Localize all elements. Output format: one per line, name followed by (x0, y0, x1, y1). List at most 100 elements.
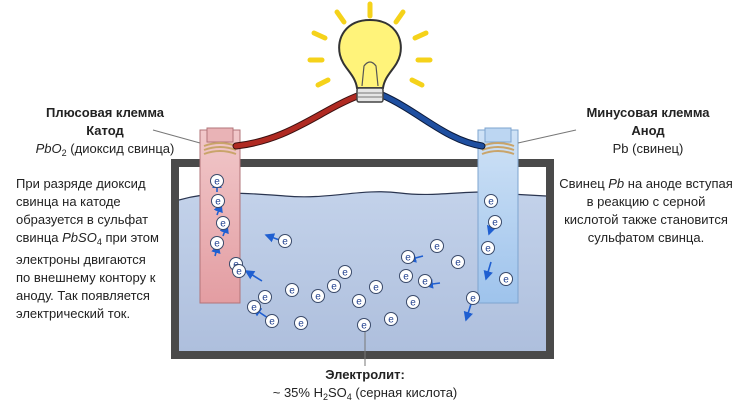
electron-icon: e (384, 312, 398, 326)
cathode-desc-formula: PbSO (62, 230, 97, 245)
electron-label: e (485, 244, 491, 255)
electron-icon: e (481, 241, 495, 255)
cathode-desc-line: аноду. Так появляется (16, 288, 150, 303)
anode-title-line1: Минусовая клемма (586, 105, 710, 120)
electrolyte-label: Электролит: ~ 35% H2SO4 (серная кислота) (265, 366, 465, 406)
electrolyte-formula-part: ~ 35% H (272, 385, 323, 400)
electrolyte-title: Электролит: (325, 367, 405, 382)
anode-desc-line: кислотой также становится (564, 212, 728, 227)
electron-label: e (269, 317, 275, 328)
cathode-desc-line: по внешнему контору к (16, 270, 156, 285)
electron-icon: e (211, 194, 225, 208)
electron-label: e (214, 239, 220, 250)
cathode-description: При разряде диоксид свинца на катоде обр… (16, 175, 181, 323)
electron-label: e (470, 294, 476, 305)
cathode-terminal (206, 127, 234, 143)
electron-label: e (488, 197, 494, 208)
electron-label: e (388, 315, 394, 326)
cathode-desc-line: При разряде диоксид (16, 176, 146, 191)
electron-label: e (361, 321, 367, 332)
light-bulb-icon (307, 1, 433, 103)
electron-icon: e (401, 250, 415, 264)
arrow-icon (463, 303, 473, 322)
electron-icon: e (352, 294, 366, 308)
electron-icon: e (247, 300, 261, 314)
electron-icon: e (327, 279, 341, 293)
electrons: eeeeeeeeeeeeeeeeeeeeeeeeeeeeee (210, 174, 513, 332)
cathode-title-line1: Плюсовая клемма (45, 105, 165, 120)
cathode-desc-line: свинца PbSO4 при этом (16, 229, 181, 251)
electron-label: e (262, 293, 268, 304)
cathode-plate (199, 129, 241, 304)
cathode-formula-main: PbO (35, 141, 62, 156)
electrolyte-formula-part: SO (327, 385, 347, 400)
electron-label: e (298, 319, 304, 330)
anode-desc-text: на аноде вступая (624, 176, 733, 191)
cathode-leader-line (152, 129, 201, 144)
electron-label: e (215, 197, 221, 208)
electron-icon: e (488, 215, 502, 229)
electron-icon: e (451, 255, 465, 269)
anode-desc-line: сульфатом свинца. (587, 230, 705, 245)
electron-icon: e (418, 274, 432, 288)
electron-label: e (434, 242, 440, 253)
electron-icon: e (294, 316, 308, 330)
electron-label: e (214, 177, 220, 188)
anode-title-line2: Анод (631, 123, 665, 138)
cathode-title: Плюсовая клемма Катод (20, 104, 190, 140)
electron-icon: e (311, 289, 325, 303)
electron-label: e (236, 267, 242, 278)
cathode-desc-line: электроны двигаются (16, 252, 146, 267)
electron-icon: e (265, 314, 279, 328)
anode-description: Свинец Pb на аноде вступая в реакцию с с… (556, 175, 736, 247)
red-wire (233, 92, 363, 149)
electrolyte-liquid (179, 191, 546, 351)
electron-label: e (373, 283, 379, 294)
anode-desc-formula: Pb (608, 176, 625, 191)
electron-icon: e (285, 283, 299, 297)
blue-wire (379, 92, 485, 149)
arrow-icon (483, 261, 493, 281)
electron-icon: e (210, 174, 224, 188)
electron-icon: e (216, 216, 230, 230)
electron-label: e (342, 268, 348, 279)
cathode-desc-sub: 4 (96, 237, 102, 247)
electron-label: e (410, 298, 416, 309)
electrolyte-formula: ~ 35% H2SO4 (серная кислота) (265, 384, 465, 406)
electrolyte-formula-sub: 2 (322, 392, 328, 402)
cathode-formula-name: (диоксид свинца) (66, 141, 175, 156)
cathode-formula: PbO2 (диоксид свинца) (10, 140, 200, 162)
cathode-desc-line: электрический ток. (16, 306, 131, 321)
electron-label: e (356, 297, 362, 308)
anode-terminal (484, 127, 512, 143)
electron-icon: e (232, 264, 246, 278)
electrolyte-formula-sub: 4 (346, 392, 352, 402)
electron-label: e (251, 303, 257, 314)
electron-icon: e (278, 234, 292, 248)
electron-icon: e (338, 265, 352, 279)
electron-label: e (455, 258, 461, 269)
electron-label: e (331, 282, 337, 293)
electron-icon: e (430, 239, 444, 253)
cathode-formula-sub: 2 (61, 148, 67, 158)
electron-label: e (403, 272, 409, 283)
electron-label: e (220, 219, 226, 230)
electron-label: e (503, 275, 509, 286)
electron-icon: e (357, 318, 371, 332)
cathode-desc-line: образуется в сульфат (16, 212, 149, 227)
anode-leader-line (517, 129, 577, 144)
electron-label: e (405, 253, 411, 264)
electron-icon: e (466, 291, 480, 305)
electron-label: e (315, 292, 321, 303)
electron-label: e (492, 218, 498, 229)
electron-icon: e (258, 290, 272, 304)
electron-label: e (289, 286, 295, 297)
electrolyte-formula-part: (серная кислота) (351, 385, 458, 400)
cathode-desc-line: свинца на катоде (16, 194, 121, 209)
anode-desc-line: Свинец Pb на аноде вступая (556, 175, 736, 193)
electron-icon: e (406, 295, 420, 309)
anode-desc-text: Свинец (559, 176, 609, 191)
anode-title: Минусовая клемма Анод (568, 104, 728, 140)
